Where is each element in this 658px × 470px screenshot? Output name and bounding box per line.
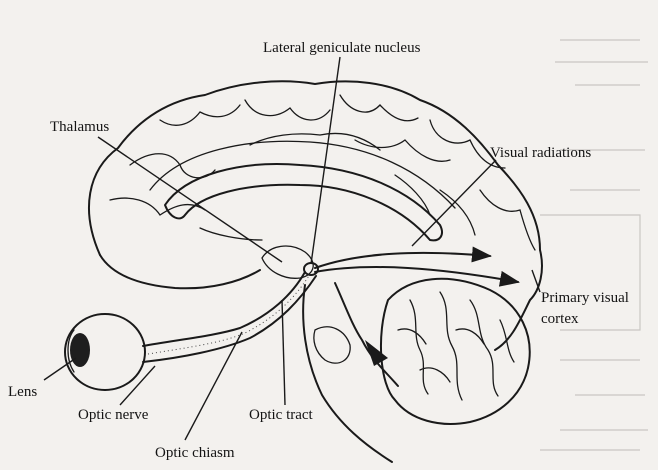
brain-outline xyxy=(89,81,542,350)
label-optic-chiasm: Optic chiasm xyxy=(155,445,235,461)
leader-lines xyxy=(44,57,540,440)
optic-tract-leader xyxy=(282,300,285,405)
lgn-leader xyxy=(311,57,340,264)
label-thalamus: Thalamus xyxy=(50,119,109,135)
cerebellum xyxy=(381,279,530,424)
optic-pathway xyxy=(143,272,316,362)
visual-radiation-arrows xyxy=(315,253,518,282)
background-bleed xyxy=(540,40,648,450)
thalamus-region xyxy=(262,246,318,278)
primary-visual-leader xyxy=(532,270,540,292)
label-primary-visual: Primary visual xyxy=(541,290,629,306)
eye xyxy=(65,314,145,390)
lgn-marker xyxy=(304,263,318,275)
label-optic-nerve: Optic nerve xyxy=(78,407,149,423)
optic-chiasm-leader xyxy=(185,332,242,440)
lens-shape xyxy=(70,333,90,367)
labels: Lateral geniculate nucleus Thalamus Visu… xyxy=(8,40,629,461)
thalamus-leader xyxy=(98,137,282,262)
label-lgn: Lateral geniculate nucleus xyxy=(263,40,421,56)
label-cortex: cortex xyxy=(541,311,579,327)
corpus-callosum xyxy=(150,141,455,240)
lens-leader xyxy=(44,358,76,380)
label-lens: Lens xyxy=(8,384,37,400)
label-optic-tract: Optic tract xyxy=(249,407,314,423)
gyri-folds xyxy=(110,95,535,250)
label-visual-radiations: Visual radiations xyxy=(490,145,591,161)
